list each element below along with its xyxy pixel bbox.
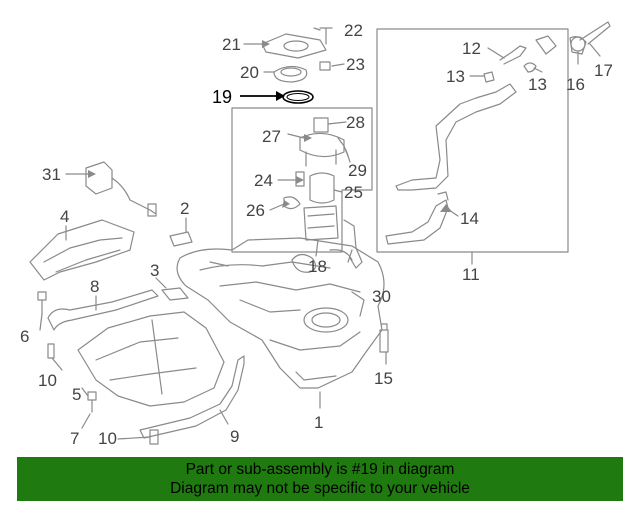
- callout-16: 16: [566, 75, 585, 94]
- bolt-22: [319, 27, 333, 45]
- callout-5: 5: [72, 385, 81, 404]
- bracket-3: [161, 287, 189, 301]
- callout-12: 12: [462, 39, 481, 58]
- part-right-top: [535, 35, 557, 55]
- canister-31: [85, 161, 157, 217]
- callout-3: 3: [150, 261, 159, 280]
- banner-line-2: Diagram may not be specific to your vehi…: [170, 480, 470, 497]
- filler-neck-11: [395, 83, 517, 191]
- callout-15: 15: [374, 369, 393, 388]
- callout-4: 4: [60, 207, 69, 226]
- callout-10b: 10: [98, 429, 117, 448]
- callout-17: 17: [594, 61, 613, 80]
- callout-26: 26: [246, 201, 265, 220]
- callout-6: 6: [20, 327, 29, 346]
- filter-25: [309, 172, 335, 204]
- callout-19: 19: [212, 87, 232, 107]
- nut-23: [319, 61, 331, 71]
- tank-strap-9: [139, 355, 245, 439]
- bolt-10a: [47, 343, 55, 359]
- fuel-tank-drawing: [176, 237, 385, 389]
- bolt-7: [87, 391, 97, 413]
- callout-13a: 13: [446, 67, 465, 86]
- callout-27: 27: [262, 127, 281, 146]
- callout-20: 20: [240, 63, 259, 82]
- highlighted-part-19: [240, 90, 314, 104]
- sensor-30: [343, 219, 363, 269]
- callout-30: 30: [372, 287, 391, 306]
- callout-13b: 13: [528, 75, 547, 94]
- hose-12: [499, 45, 527, 65]
- callout-8: 8: [90, 277, 99, 296]
- pump-top-27: [299, 132, 345, 158]
- parts-diagram: 1 2 3 4 5 6 7 8 9 10 10 11 12 13 13 14 1…: [20, 21, 613, 448]
- callout-1: 1: [314, 413, 323, 432]
- seal-26: [283, 196, 301, 210]
- bolt-6: [37, 291, 47, 315]
- bolt-10b: [149, 429, 159, 445]
- filler-cap-17: [579, 21, 611, 45]
- callout-23: 23: [346, 55, 365, 74]
- callout-18: 18: [308, 257, 327, 276]
- callout-25: 25: [344, 183, 363, 202]
- banner-line-1: Part or sub-assembly is #19 in diagram: [185, 461, 455, 478]
- cover-21: [261, 33, 327, 59]
- tank-strap-8: [47, 289, 159, 331]
- heat-shield-4: [29, 219, 135, 281]
- info-banner: Part or sub-assembly is #19 in diagram D…: [17, 457, 623, 501]
- callout-22: 22: [344, 21, 363, 40]
- gasket-20: [273, 65, 308, 83]
- callout-24: 24: [254, 171, 273, 190]
- clamp-13a: [483, 71, 495, 83]
- callout-31: 31: [42, 165, 61, 184]
- callout-7: 7: [70, 429, 79, 448]
- pump-module-group-box: [231, 107, 373, 253]
- callout-21: 21: [222, 35, 241, 54]
- filler-neck-group-box: [376, 28, 569, 253]
- under-cover-5: [77, 311, 225, 407]
- callout-28: 28: [346, 113, 365, 132]
- clip-15: [379, 329, 389, 353]
- pump-body-18: [303, 205, 339, 241]
- callout-10a: 10: [38, 371, 57, 390]
- clamp-13b: [523, 62, 537, 73]
- callout-14: 14: [460, 209, 479, 228]
- callout-29: 29: [348, 161, 367, 180]
- valve-16: [569, 36, 587, 55]
- callout-11: 11: [462, 265, 480, 284]
- breather-hose-14: [385, 199, 449, 245]
- callout-2: 2: [180, 199, 189, 218]
- protector-2: [169, 231, 193, 247]
- callout-9: 9: [230, 427, 239, 446]
- callout-labels: 1 2 3 4 5 6 7 8 9 10 10 11 12 13 13 14 1…: [20, 21, 613, 448]
